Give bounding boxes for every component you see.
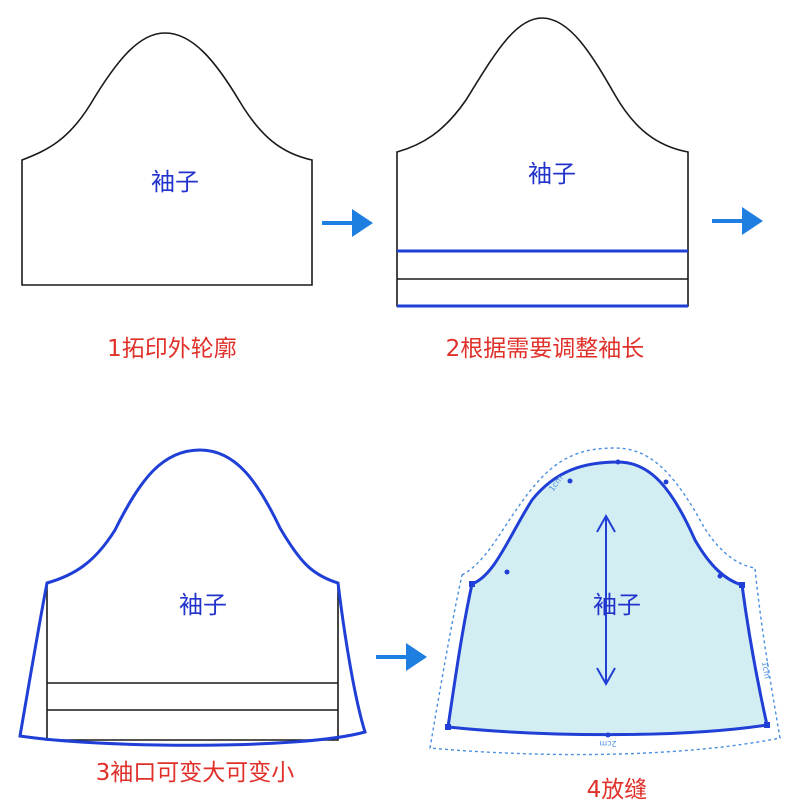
sleeve-label-4: 袖子 bbox=[593, 591, 641, 619]
sleeve-outline-3-blue bbox=[18, 448, 367, 747]
sleeve-outline-2 bbox=[396, 17, 689, 307]
step-1-panel: 袖子 1拓印外轮廓 bbox=[21, 32, 313, 362]
step-4-caption: 4放缝 bbox=[587, 777, 648, 800]
step-2-panel: 袖子 2根据需要调整袖长 bbox=[396, 17, 689, 362]
step-4-panel: 袖子 1cm 1cm 2cm 4放缝 bbox=[429, 447, 781, 800]
step-2-caption: 2根据需要调整袖长 bbox=[446, 336, 645, 362]
step-3-caption: 3袖口可变大可变小 bbox=[96, 760, 295, 786]
arrow-right-icon bbox=[712, 207, 763, 235]
double-arrow-icon bbox=[596, 513, 616, 687]
control-points bbox=[445, 459, 770, 738]
seam-allowance-outline bbox=[429, 447, 781, 756]
step-3-panel: 袖子 3袖口可变大可变小 bbox=[18, 448, 367, 786]
sleeve-outline-1 bbox=[21, 32, 313, 286]
seam-note-hem: 2cm bbox=[599, 739, 616, 748]
sleeve-label-1: 袖子 bbox=[151, 168, 199, 196]
arrow-right-icon bbox=[376, 643, 427, 671]
step-1-caption: 1拓印外轮廓 bbox=[107, 336, 237, 362]
sleeve-outline-3-inner bbox=[46, 583, 339, 741]
arrow-right-icon bbox=[322, 209, 373, 237]
sleeve-label-2: 袖子 bbox=[528, 160, 576, 188]
sleeve-label-3: 袖子 bbox=[179, 591, 227, 619]
seam-note-side: 1cm bbox=[760, 661, 772, 680]
